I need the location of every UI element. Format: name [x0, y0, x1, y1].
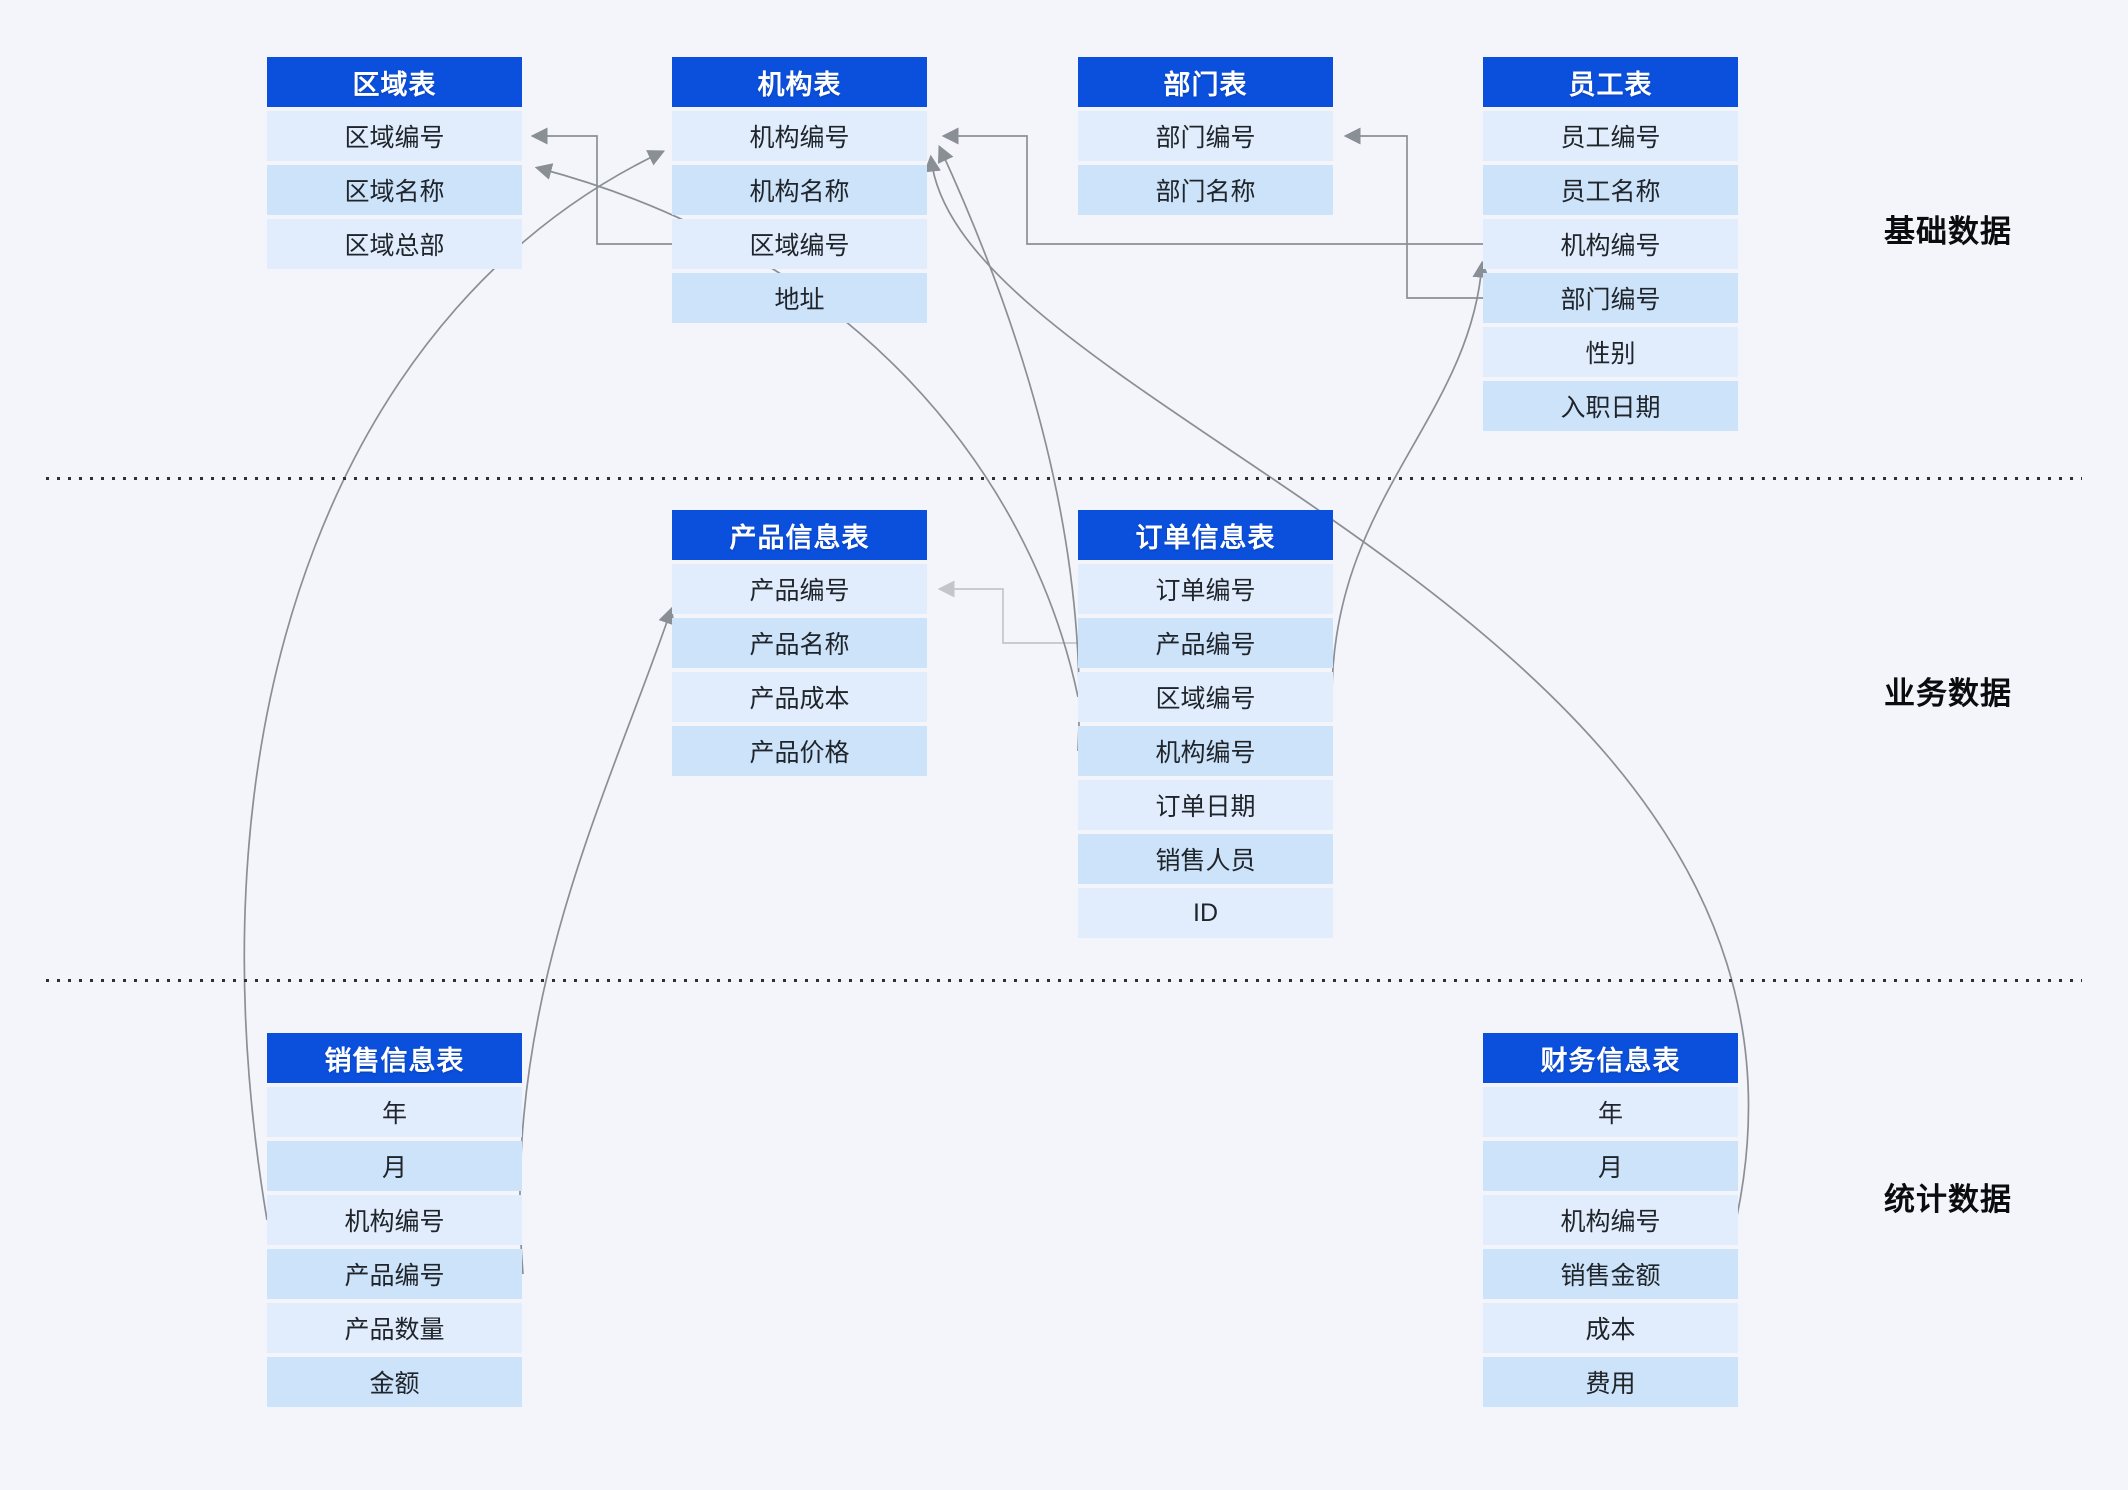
field-row-sales-5[interactable]: 金额 [267, 1357, 522, 1407]
field-row-sales-0[interactable]: 年 [267, 1087, 522, 1137]
field-row-product-0[interactable]: 产品编号 [672, 564, 927, 614]
table-region[interactable]: 区域表区域编号区域名称区域总部 [267, 57, 522, 273]
connector-sales-product-curve [519, 606, 675, 1275]
field-row-emp-2[interactable]: 机构编号 [1483, 219, 1738, 269]
connector-sales-org-curve [243, 150, 666, 1221]
field-row-order-0[interactable]: 订单编号 [1078, 564, 1333, 614]
field-row-dept-1[interactable]: 部门名称 [1078, 165, 1333, 215]
field-row-region-0[interactable]: 区域编号 [267, 111, 522, 161]
field-row-product-1[interactable]: 产品名称 [672, 618, 927, 668]
connector-order-region-curve [534, 163, 1079, 698]
field-row-finance-0[interactable]: 年 [1483, 1087, 1738, 1137]
field-row-order-3[interactable]: 机构编号 [1078, 726, 1333, 776]
table-title-region: 区域表 [267, 57, 522, 107]
field-row-finance-5[interactable]: 费用 [1483, 1357, 1738, 1407]
field-row-sales-2[interactable]: 机构编号 [267, 1195, 522, 1245]
field-row-emp-5[interactable]: 入职日期 [1483, 381, 1738, 431]
table-title-order: 订单信息表 [1078, 510, 1333, 560]
field-row-emp-0[interactable]: 员工编号 [1483, 111, 1738, 161]
connector-order-org-curve [937, 144, 1081, 752]
field-row-finance-3[interactable]: 销售金额 [1483, 1249, 1738, 1299]
section-label-stats: 统计数据 [1884, 1182, 2012, 1217]
field-row-region-1[interactable]: 区域名称 [267, 165, 522, 215]
field-row-org-0[interactable]: 机构编号 [672, 111, 927, 161]
table-title-sales: 销售信息表 [267, 1033, 522, 1083]
field-row-order-1[interactable]: 产品编号 [1078, 618, 1333, 668]
table-dept[interactable]: 部门表部门编号部门名称 [1078, 57, 1333, 219]
connector-finance-org-curve [924, 154, 1750, 1217]
section-divider-1 [46, 477, 2082, 480]
field-row-org-1[interactable]: 机构名称 [672, 165, 927, 215]
table-title-org: 机构表 [672, 57, 927, 107]
field-row-region-2[interactable]: 区域总部 [267, 219, 522, 269]
field-row-emp-4[interactable]: 性别 [1483, 327, 1738, 377]
table-emp[interactable]: 员工表员工编号员工名称机构编号部门编号性别入职日期 [1483, 57, 1738, 435]
field-row-emp-3[interactable]: 部门编号 [1483, 273, 1738, 323]
field-row-order-2[interactable]: 区域编号 [1078, 672, 1333, 722]
connector-order-product [937, 580, 1078, 644]
table-sales[interactable]: 销售信息表年月机构编号产品编号产品数量金额 [267, 1033, 522, 1411]
section-label-business: 业务数据 [1884, 676, 2012, 711]
table-org[interactable]: 机构表机构编号机构名称区域编号地址 [672, 57, 927, 327]
field-row-org-2[interactable]: 区域编号 [672, 219, 927, 269]
section-divider-2 [46, 979, 2082, 982]
field-row-sales-4[interactable]: 产品数量 [267, 1303, 522, 1353]
field-row-sales-1[interactable]: 月 [267, 1141, 522, 1191]
field-row-product-2[interactable]: 产品成本 [672, 672, 927, 722]
connector-emp-org [941, 127, 1483, 245]
field-row-product-3[interactable]: 产品价格 [672, 726, 927, 776]
table-title-finance: 财务信息表 [1483, 1033, 1738, 1083]
field-row-emp-1[interactable]: 员工名称 [1483, 165, 1738, 215]
field-row-finance-1[interactable]: 月 [1483, 1141, 1738, 1191]
table-finance[interactable]: 财务信息表年月机构编号销售金额成本费用 [1483, 1033, 1738, 1411]
field-row-dept-0[interactable]: 部门编号 [1078, 111, 1333, 161]
field-row-org-3[interactable]: 地址 [672, 273, 927, 323]
table-title-dept: 部门表 [1078, 57, 1333, 107]
section-label-base: 基础数据 [1884, 214, 2012, 249]
connector-org-region [530, 127, 672, 245]
field-row-finance-4[interactable]: 成本 [1483, 1303, 1738, 1353]
field-row-finance-2[interactable]: 机构编号 [1483, 1195, 1738, 1245]
field-row-order-4[interactable]: 订单日期 [1078, 780, 1333, 830]
field-row-order-5[interactable]: 销售人员 [1078, 834, 1333, 884]
connector-order-emp-curve [1331, 260, 1490, 701]
field-row-sales-3[interactable]: 产品编号 [267, 1249, 522, 1299]
table-product[interactable]: 产品信息表产品编号产品名称产品成本产品价格 [672, 510, 927, 780]
field-row-order-6[interactable]: ID [1078, 888, 1333, 938]
table-title-emp: 员工表 [1483, 57, 1738, 107]
table-title-product: 产品信息表 [672, 510, 927, 560]
connector-emp-dept [1343, 127, 1483, 299]
